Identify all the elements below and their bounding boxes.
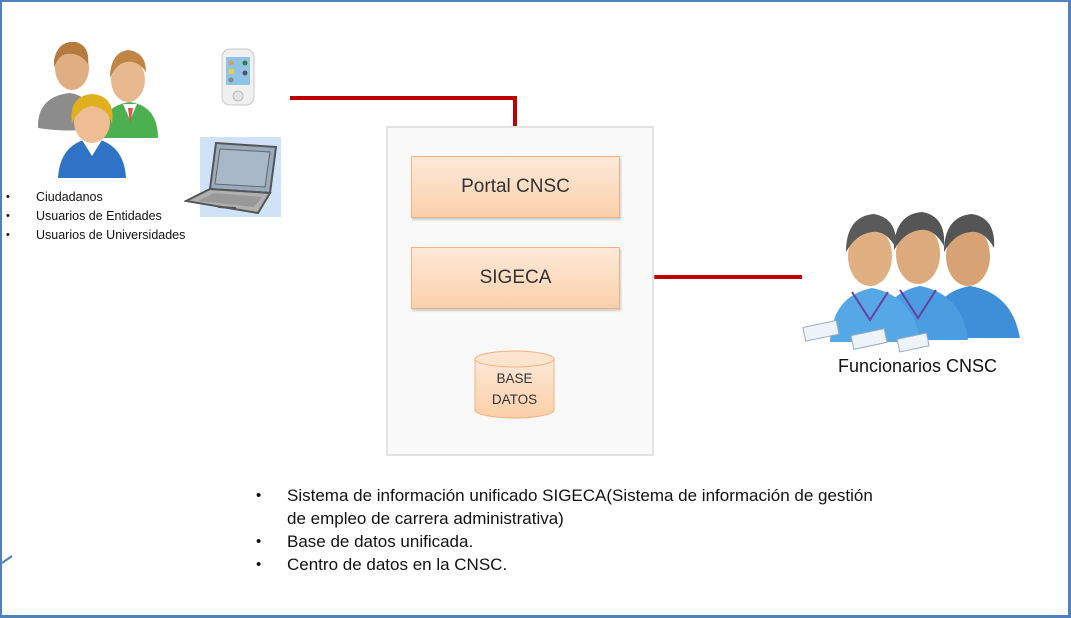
staff-label: Funcionarios CNSC [838, 356, 998, 376]
list-item: Base de datos unificada. [256, 530, 896, 553]
database-label-line1: BASE [496, 371, 533, 386]
database-label: BASE DATOS [474, 368, 555, 410]
staff-with-badges-icon [802, 212, 1020, 353]
database-cylinder: BASE DATOS [474, 350, 555, 420]
staff-person-front [830, 214, 920, 342]
list-item: Centro de datos en la CNSC. [256, 553, 896, 576]
laptop-icon [184, 137, 281, 217]
list-item: Usuarios de Universidades [6, 226, 185, 245]
user-types-list: Ciudadanos Usuarios de Entidades Usuario… [6, 188, 185, 245]
list-item: Usuarios de Entidades [6, 207, 185, 226]
decorative-stroke [1, 555, 13, 564]
people-group-icon [38, 41, 158, 178]
sigeca-box: SIGECA [411, 247, 620, 309]
notes-list: Sistema de información unificado SIGECA(… [256, 484, 896, 576]
database-icon [474, 350, 555, 419]
database-label-line2: DATOS [491, 392, 538, 407]
connector-devices-to-portal [290, 96, 517, 135]
list-item: Sistema de información unificado SIGECA(… [256, 484, 896, 530]
portal-cnsc-box: Portal CNSC [411, 156, 620, 218]
id-badges [802, 319, 930, 353]
mobile-phone-icon [221, 48, 255, 106]
list-item: Ciudadanos [6, 188, 185, 207]
sigeca-label: SIGECA [479, 267, 552, 288]
portal-cnsc-label: Portal CNSC [461, 176, 570, 197]
